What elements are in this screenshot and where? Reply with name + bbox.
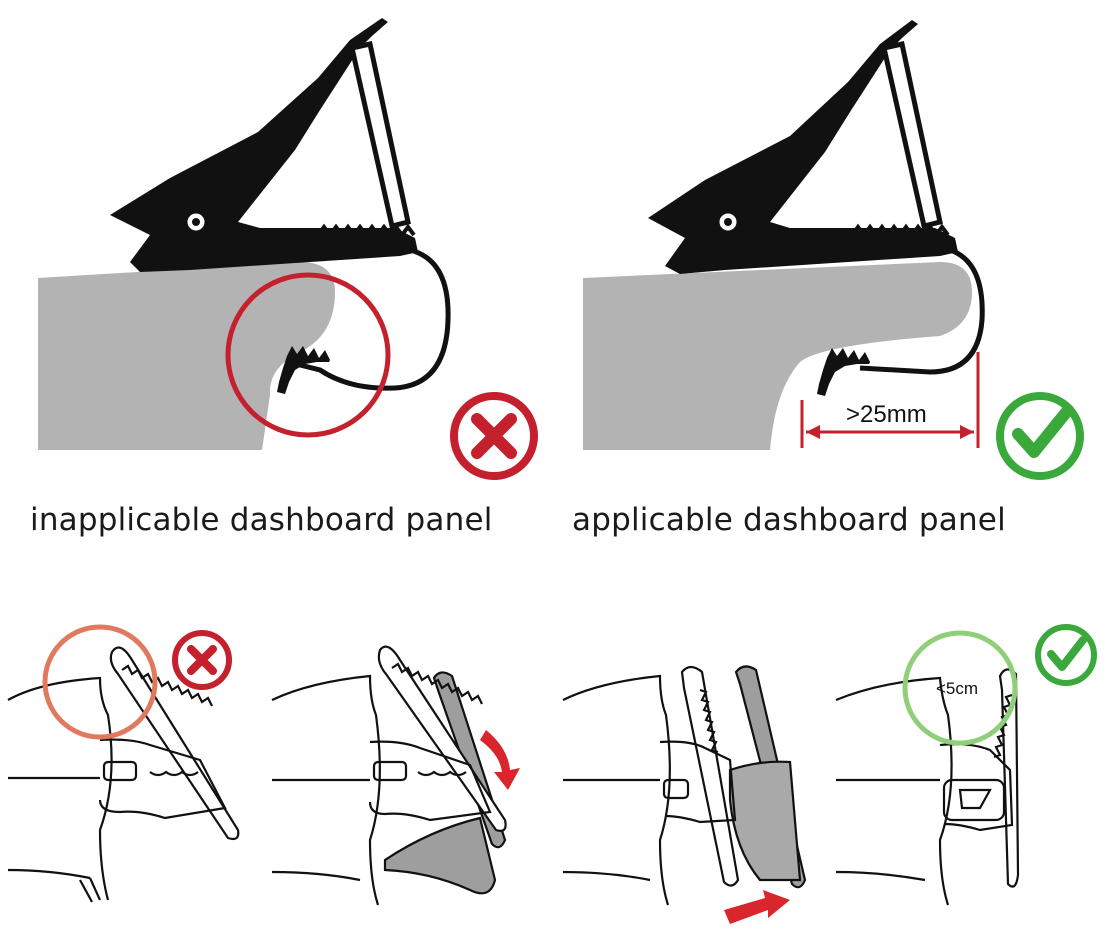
lower-gray-part xyxy=(383,816,497,895)
clip-teeth xyxy=(316,223,416,239)
clip-arm xyxy=(377,645,507,832)
metal-bar xyxy=(349,41,411,230)
inapplicable-panel-illustration xyxy=(38,18,538,480)
arrow-icon xyxy=(724,890,790,924)
gap-measurement-label: >25mm xyxy=(846,401,927,428)
step-4-correct-mount xyxy=(835,668,1020,906)
cross-icon xyxy=(172,630,232,690)
step-3-slide xyxy=(562,665,807,906)
arrow-icon xyxy=(480,730,520,790)
dashboard-panel-shape xyxy=(583,262,972,450)
step-1-wrong-mount xyxy=(7,646,240,903)
clip-teeth xyxy=(850,223,950,239)
dash-curve xyxy=(562,674,671,906)
clip-arm xyxy=(680,665,740,887)
cross-icon xyxy=(450,392,538,480)
hook-teeth xyxy=(277,346,330,394)
metal-bar xyxy=(881,41,943,230)
hook-cable xyxy=(299,247,451,391)
dash-curve xyxy=(271,674,381,906)
check-icon xyxy=(1035,624,1097,686)
gap-measurement xyxy=(800,352,980,448)
clip-arm xyxy=(109,646,240,841)
problem-highlight-circle xyxy=(225,272,391,438)
fit-highlight-circle xyxy=(902,630,1018,746)
applicable-caption: applicable dashboard panel xyxy=(572,502,1006,538)
problem-highlight-circle xyxy=(42,624,158,740)
inapplicable-caption: inapplicable dashboard panel xyxy=(30,502,493,538)
applicable-panel-illustration xyxy=(583,20,1084,480)
gap-limit-label: <5cm xyxy=(936,679,978,698)
clip-body xyxy=(110,18,418,272)
step-2-press xyxy=(271,645,507,906)
clip-body xyxy=(648,20,958,274)
dash-curve xyxy=(7,676,113,901)
lower-gray-part xyxy=(728,760,802,882)
check-icon xyxy=(996,392,1084,480)
hook-teeth xyxy=(817,348,870,396)
hook-cable xyxy=(859,247,985,375)
dash-curve xyxy=(835,676,953,906)
dashboard-panel-shape xyxy=(38,262,335,450)
